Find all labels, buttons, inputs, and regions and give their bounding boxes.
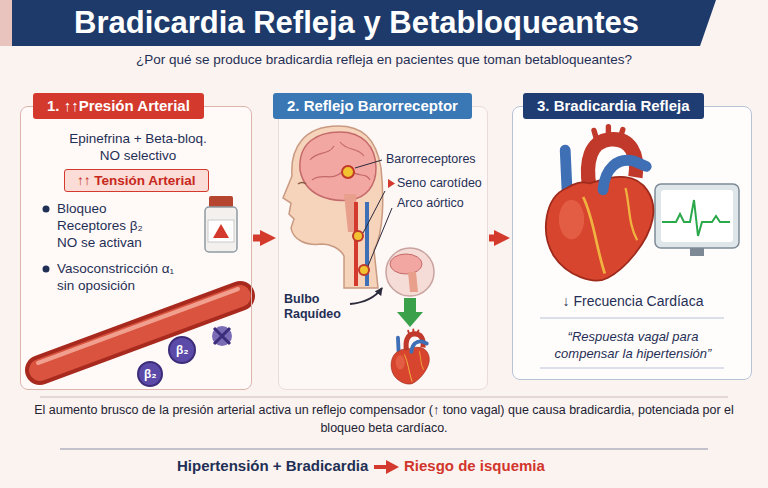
vial-icon-part: [209, 196, 233, 208]
panel-ground-part: [278, 106, 488, 390]
receptor-icon-part: [138, 362, 162, 386]
highlight-text: ↑↑ Tensión Arterial: [65, 170, 208, 191]
leader-line-part: [350, 288, 382, 304]
head-illustration-part: [283, 126, 383, 288]
panel-ground: [20, 106, 752, 390]
panel-heading: 2. Reflejo Barorreceptor: [273, 93, 472, 119]
vagal-arrow-part: [404, 298, 416, 312]
panel: 3. Bradicardia Refleja↓ Frecuencia Cardí…: [512, 106, 752, 380]
bullet-dot-part: [43, 206, 50, 213]
separator-line-part: [540, 368, 724, 369]
heart-illustration: [546, 127, 653, 281]
separator-line-part: [540, 318, 724, 319]
panel-text: Epinefrina + Beta-bloq. NO selectivo: [62, 131, 214, 165]
conclusion-text: Hipertensión + Bradicardia: [177, 457, 368, 476]
panel: 2. Reflejo Barorreceptor: [278, 106, 488, 390]
blood-vessel: [38, 289, 240, 370]
bullet-text: Vasoconstricción α₁ sin oposición: [57, 261, 183, 295]
receptor-icon-part: [212, 326, 232, 346]
bullet-dot: [43, 206, 50, 273]
brainstem-inset: [386, 248, 434, 296]
separator-line: [40, 318, 728, 449]
flow-arrow: [489, 235, 498, 242]
quote-text: “Respuesta vagal para compensar la hiper…: [535, 329, 731, 363]
ecg-monitor-part: [655, 184, 739, 248]
separator-line-part: [40, 397, 728, 398]
head-illustration-part: [310, 142, 370, 180]
vial-icon-part: [208, 220, 234, 242]
brainstem-inset-part: [390, 254, 422, 274]
anatomy-label: Barorreceptores: [386, 152, 476, 168]
leader-line-part: [368, 208, 392, 266]
conclusion-text: Riesgo de isquemia: [404, 457, 545, 476]
title-banner-part: [0, 0, 12, 46]
ecg-monitor-part: [662, 200, 730, 236]
leader-line-part: [388, 179, 395, 188]
head-illustration-part: [300, 132, 376, 200]
vial-icon: [205, 196, 237, 252]
result-arrow-part: [374, 465, 388, 469]
ecg-monitor: [655, 184, 739, 256]
blood-vessel-part: [40, 296, 240, 370]
leader-line-part: [363, 191, 385, 233]
flow-arrow: [253, 235, 264, 242]
receptor-icon-part: [214, 328, 230, 344]
head-illustration-part: [359, 265, 369, 275]
ecg-monitor-part: [661, 190, 733, 242]
head-illustration-part: [342, 166, 354, 178]
ecg-monitor-part: [690, 248, 704, 256]
head-illustration-part: [354, 202, 358, 286]
result-arrow-part: [386, 460, 399, 474]
vagal-arrow-part: [397, 312, 423, 327]
blood-vessel-part: [40, 296, 240, 370]
anatomy-label: Arco aórtico: [397, 196, 464, 212]
panel-ground-part: [512, 106, 752, 380]
vial-icon-part: [205, 207, 237, 252]
receptor-label: β₂: [176, 344, 189, 356]
vial-icon-part: [213, 224, 229, 238]
receptor-icon: [138, 326, 232, 386]
highlight-box: ↑↑ Tensión Arterial: [64, 169, 209, 192]
anatomy-label: Bulbo Raquídeo: [284, 292, 348, 322]
title: Bradicardia Refleja y Betabloqueantes: [74, 4, 639, 42]
leader-line-part: [355, 160, 382, 168]
result-arrow: [374, 460, 399, 474]
subtitle: ¿Por qué se produce bradicardia refleja …: [0, 52, 768, 69]
heart-small-part: [391, 329, 429, 384]
separator-line-part: [60, 449, 708, 450]
panel-heading: 3. Bradicardia Refleja: [523, 93, 704, 119]
panel-text: ↓ Frecuencia Cardíaca: [513, 293, 753, 311]
bullet-text: Bloqueo Receptores β₂ NO se activan: [57, 201, 157, 252]
head-illustration-part: [353, 231, 363, 241]
anatomy-label: Seno carotídeo: [397, 176, 482, 192]
heart-illustration-part: [546, 127, 653, 281]
title-banner-part: [0, 0, 716, 46]
caption: El aumento brusco de la presión arterial…: [34, 401, 734, 437]
brainstem-inset-part: [408, 272, 418, 292]
receptor-icon-part: [169, 337, 195, 363]
bullet-dot-part: [43, 266, 50, 273]
panel-ground-part: [20, 106, 252, 390]
vagal-arrow: [397, 298, 423, 327]
panel: ↑↑ Tensión Arterial1. ↑↑Presión Arterial…: [20, 106, 252, 390]
brainstem-inset-part: [386, 248, 434, 296]
heart-small: [391, 329, 429, 384]
head-illustration-part: [298, 183, 306, 185]
title-banner: [0, 0, 716, 46]
panel-heading: 1. ↑↑Presión Arterial: [33, 93, 204, 119]
receptor-label: β₂: [144, 368, 157, 380]
blood-vessel-part: [38, 289, 238, 363]
head-illustration: [283, 126, 383, 288]
